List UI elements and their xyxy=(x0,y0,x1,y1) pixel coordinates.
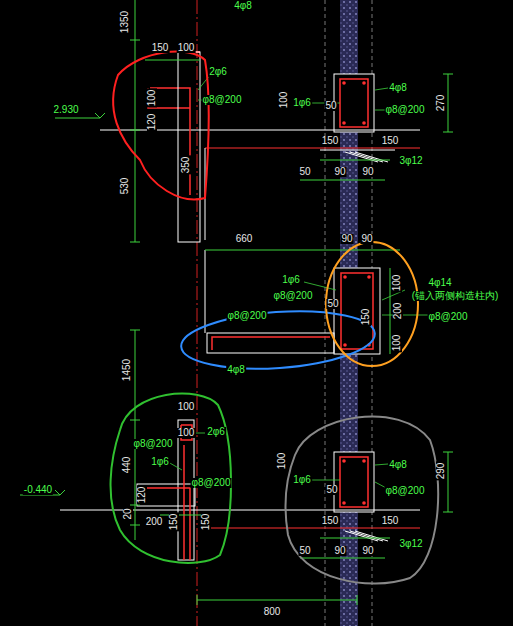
dimension: 100 xyxy=(177,402,196,412)
dimension: 150 xyxy=(201,513,211,532)
rebar-note: 1φ6 xyxy=(150,457,170,467)
dimension: 660 xyxy=(235,234,254,244)
dimension: 100 xyxy=(177,428,196,438)
rebar-note: 2φ6 xyxy=(208,67,228,77)
dimension: 50 xyxy=(298,167,311,177)
rebar-note: 3φ12 xyxy=(398,156,423,166)
elevation: -0.440 xyxy=(23,485,53,495)
dimension: 50 xyxy=(326,299,339,309)
dimension: 150 xyxy=(381,516,400,526)
dimension: 1350 xyxy=(120,10,130,34)
dimension: 100 xyxy=(279,91,289,110)
dimension: 50 xyxy=(325,485,338,495)
dimension: 120 xyxy=(137,486,147,505)
rebar-note: 4φ8 xyxy=(388,460,408,470)
dimension: 50 xyxy=(324,101,337,111)
dimension: 150 xyxy=(321,516,340,526)
rebar-note: 4φ14 xyxy=(427,278,452,288)
dimension: 100 xyxy=(147,89,157,108)
dimension: 270 xyxy=(436,94,446,113)
dimension: 20 xyxy=(123,507,133,520)
dimension: 350 xyxy=(181,156,191,175)
dimension: 1450 xyxy=(122,358,132,382)
rebar-note: 4φ8 xyxy=(388,83,408,93)
dimension: 290 xyxy=(436,462,446,481)
rebar-note: 3φ12 xyxy=(398,539,423,549)
rebar-note: 4φ8 xyxy=(226,365,246,375)
dimension: 90 xyxy=(333,546,346,556)
rebar-note: 4φ8 xyxy=(233,1,253,11)
dimension: 90 xyxy=(360,234,373,244)
dimension: 100 xyxy=(177,43,196,53)
rebar-note: φ8@200 xyxy=(227,311,268,321)
rebar-note: φ8@200 xyxy=(133,439,174,449)
rebar-note: φ8@200 xyxy=(428,312,469,322)
dimension: 150 xyxy=(169,513,179,532)
dimension: 530 xyxy=(120,177,130,196)
rebar-note: 1φ6 xyxy=(292,98,312,108)
dimension: 100 xyxy=(277,452,287,471)
dimension: 50 xyxy=(298,546,311,556)
dimension: 800 xyxy=(263,607,282,617)
dimension: 200 xyxy=(145,517,164,527)
rebar-note: φ8@200 xyxy=(385,105,426,115)
dimension: 150 xyxy=(381,136,400,146)
dimension: 100 xyxy=(392,334,402,353)
rebar-note: φ8@200 xyxy=(191,478,232,488)
rebar-note: φ8@200 xyxy=(202,95,243,105)
rebar-note: 2φ6 xyxy=(206,427,226,437)
rebar-note: 1φ6 xyxy=(281,275,301,285)
dimension: 440 xyxy=(122,456,132,475)
rebar-note: φ8@200 xyxy=(385,486,426,496)
elevation: 2.930 xyxy=(52,105,79,115)
rebar-note: (锚入两侧构造柱内) xyxy=(411,291,500,301)
dimension: 200 xyxy=(393,302,403,321)
dimension: 150 xyxy=(151,43,170,53)
dimension: 100 xyxy=(392,274,402,293)
dimension: 90 xyxy=(340,234,353,244)
dimension: 90 xyxy=(361,167,374,177)
dimension: 150 xyxy=(321,136,340,146)
rebar-note: 1φ6 xyxy=(292,475,312,485)
rebar-note: φ8@200 xyxy=(273,291,314,301)
dimension: 90 xyxy=(333,167,346,177)
dimension: 90 xyxy=(361,546,374,556)
dimension: 150 xyxy=(361,308,371,327)
dimension: 120 xyxy=(147,113,157,132)
